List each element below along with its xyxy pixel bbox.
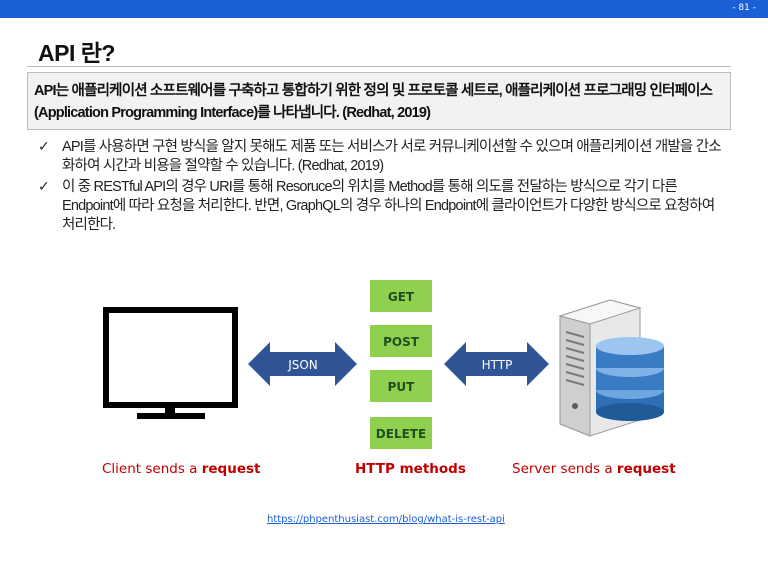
json-arrow: JSON xyxy=(248,342,357,386)
http-arrow: HTTP xyxy=(444,342,549,386)
methods-caption: HTTP methods xyxy=(355,461,466,477)
title-divider xyxy=(27,66,731,67)
bullet-text: API를 사용하면 구현 방식을 알지 못해도 제품 또는 서비스가 서로 커뮤… xyxy=(62,139,722,174)
json-label: JSON xyxy=(287,358,318,372)
page-title: API 란? xyxy=(38,40,115,66)
method-put: PUT xyxy=(370,370,432,402)
check-icon: ✓ xyxy=(38,139,50,155)
client-caption-bold: request xyxy=(201,461,261,477)
bullet-list: ✓ API를 사용하면 구현 방식을 알지 못해도 제품 또는 서비스가 서로 … xyxy=(38,138,728,237)
definition-text: API는 애플리케이션 소프트웨어를 구축하고 통합하기 위한 정의 및 프로토… xyxy=(34,83,713,121)
bullet-item: ✓ 이 중 RESTful API의 경우 URI를 통해 Resoruce의 … xyxy=(38,178,728,235)
bullet-text: 이 중 RESTful API의 경우 URI를 통해 Resoruce의 위치… xyxy=(62,179,715,233)
server-caption-bold: request xyxy=(616,461,676,477)
method-label: POST xyxy=(383,335,420,349)
method-label: GET xyxy=(388,290,415,304)
method-post: POST xyxy=(370,325,432,357)
monitor-icon xyxy=(103,307,238,419)
server-caption-prefix: Server sends a xyxy=(512,461,617,477)
page-number: - 81 - xyxy=(732,3,756,13)
source-link[interactable]: https://phpenthusiast.com/blog/what-is-r… xyxy=(267,514,505,525)
method-label: PUT xyxy=(388,380,416,394)
method-label: DELETE xyxy=(376,427,426,441)
definition-box: API는 애플리케이션 소프트웨어를 구축하고 통합하기 위한 정의 및 프로토… xyxy=(27,72,731,130)
server-caption: Server sends a request xyxy=(512,461,676,477)
method-get: GET xyxy=(370,280,432,312)
bullet-item: ✓ API를 사용하면 구현 방식을 알지 못해도 제품 또는 서비스가 서로 … xyxy=(38,138,728,176)
check-icon: ✓ xyxy=(38,179,50,195)
http-label: HTTP xyxy=(482,358,513,372)
client-caption: Client sends a request xyxy=(102,461,260,477)
rest-api-diagram: JSON GET POST PUT DELETE HTTP xyxy=(103,280,664,449)
database-icon xyxy=(596,337,664,421)
method-delete: DELETE xyxy=(370,417,432,449)
top-bar: - 81 - xyxy=(0,0,768,18)
client-caption-prefix: Client sends a xyxy=(102,461,202,477)
